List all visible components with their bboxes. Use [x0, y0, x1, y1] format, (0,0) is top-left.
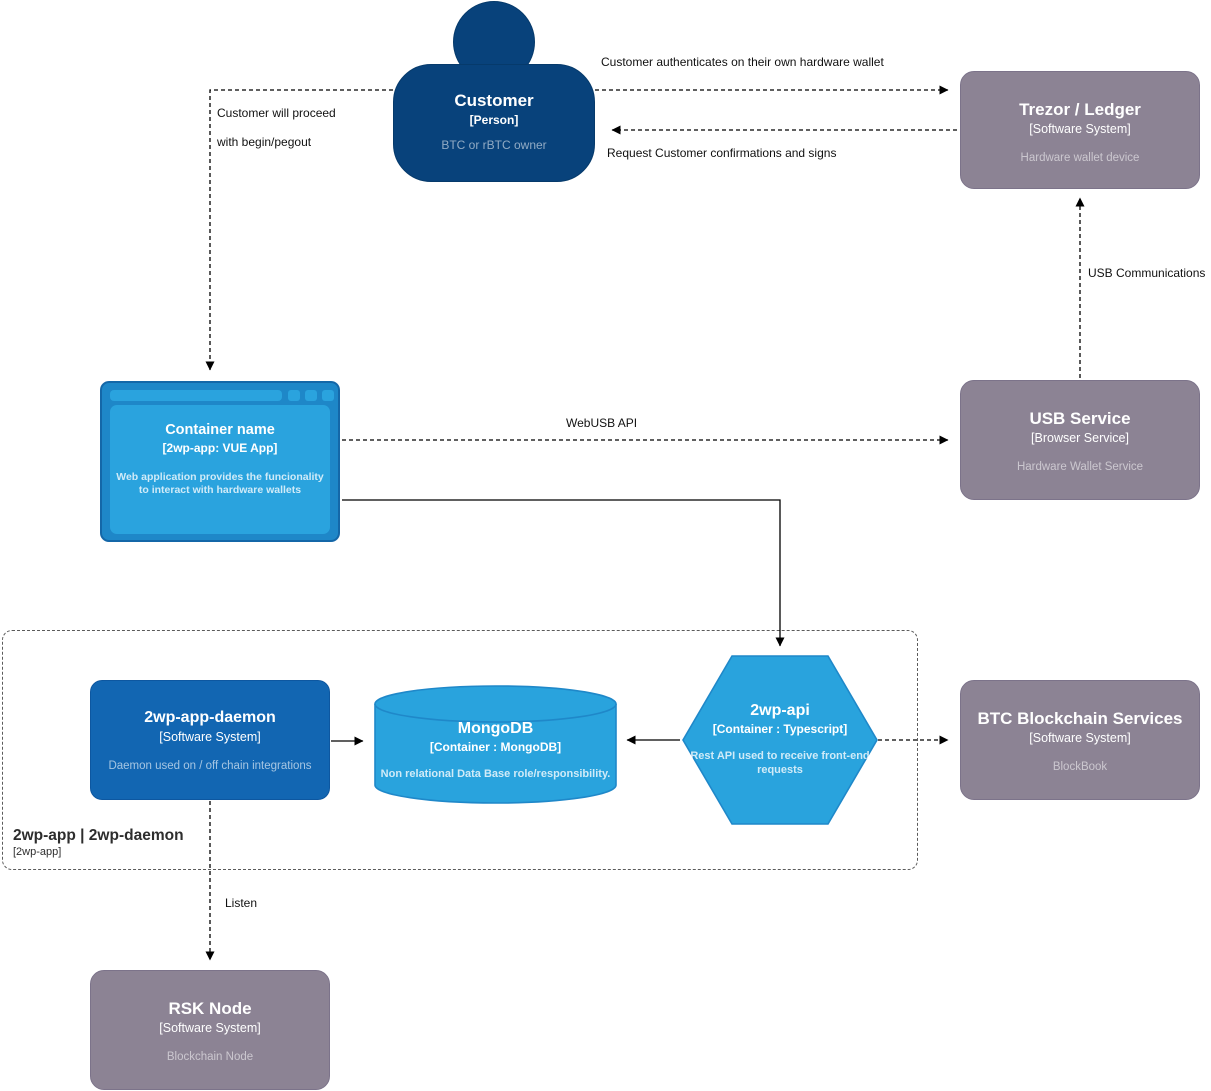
- database-cylinder-icon: [374, 685, 617, 804]
- edge-customer-to-webapp: [205, 89, 393, 371]
- edge-label-authenticates: Customer authenticates on their own hard…: [601, 55, 884, 69]
- edge-label-request-confirmations: Request Customer confirmations and signs: [607, 146, 837, 160]
- node-mongodb[interactable]: MongoDB [Container : MongoDB] Non relati…: [373, 684, 618, 806]
- node-subtitle: [2wp-app: VUE App]: [162, 441, 278, 455]
- node-subtitle: [Browser Service]: [1031, 431, 1129, 445]
- node-subtitle: [Container : MongoDB]: [429, 740, 562, 754]
- node-title: 2wp-api: [750, 702, 810, 719]
- node-subtitle: [Container : Typescript]: [712, 722, 848, 736]
- node-description: Hardware wallet device: [1020, 152, 1140, 164]
- node-subtitle: [Software System]: [159, 730, 261, 744]
- node-title: Container name: [165, 422, 275, 438]
- node-description: Blockchain Node: [166, 1051, 254, 1063]
- node-description: Hardware Wallet Service: [1016, 461, 1144, 473]
- node-title: 2wp-app-daemon: [144, 709, 276, 726]
- node-title: BTC Blockchain Services: [977, 709, 1183, 728]
- node-description: BTC or rBTC owner: [441, 138, 547, 152]
- browser-window-button: [322, 390, 334, 401]
- node-title: RSK Node: [168, 999, 252, 1018]
- node-description: Web application provides the funcionalit…: [116, 471, 324, 496]
- node-subtitle: [Software System]: [159, 1021, 261, 1035]
- node-btc-blockchain-services[interactable]: BTC Blockchain Services [Software System…: [960, 680, 1200, 800]
- node-title: Trezor / Ledger: [1019, 100, 1141, 119]
- node-usb-service[interactable]: USB Service [Browser Service] Hardware W…: [960, 380, 1200, 500]
- edge-label-webusb-api: WebUSB API: [566, 416, 638, 430]
- boundary-title: 2wp-app | 2wp-daemon: [13, 827, 184, 844]
- node-description: Rest API used to receive front-end reque…: [690, 750, 870, 776]
- boundary-label: 2wp-app | 2wp-daemon [2wp-app]: [13, 827, 184, 858]
- node-2wp-app-webapp[interactable]: Container name [2wp-app: VUE App] Web ap…: [100, 381, 340, 542]
- edge-label-proceed-line2: with begin/pegout: [217, 135, 312, 149]
- node-trezor-ledger[interactable]: Trezor / Ledger [Software System] Hardwa…: [960, 71, 1200, 189]
- node-title: MongoDB: [457, 720, 534, 737]
- node-customer[interactable]: Customer [Person] BTC or rBTC owner: [393, 64, 595, 182]
- node-subtitle: [Software System]: [1029, 731, 1131, 745]
- edge-label-listen: Listen: [225, 896, 258, 910]
- edge-label-proceed-line1: Customer will proceed: [217, 106, 336, 120]
- browser-content-panel: Container name [2wp-app: VUE App] Web ap…: [110, 405, 330, 534]
- boundary-subtitle: [2wp-app]: [13, 846, 62, 858]
- browser-window-button: [288, 390, 300, 401]
- browser-address-bar: [110, 390, 282, 401]
- node-title: Customer: [454, 91, 534, 110]
- node-2wp-app-daemon[interactable]: 2wp-app-daemon [Software System] Daemon …: [90, 680, 330, 800]
- node-description: Daemon used on / off chain integrations: [108, 760, 312, 772]
- browser-window-button: [305, 390, 317, 401]
- edge-webapp-to-api: [342, 499, 785, 647]
- node-description: BlockBook: [1052, 761, 1108, 773]
- node-subtitle: [Person]: [469, 113, 519, 127]
- node-description: Non relational Data Base role/responsibi…: [380, 768, 611, 780]
- edge-label-usb-communications: USB Communications: [1088, 266, 1206, 280]
- node-subtitle: [Software System]: [1029, 122, 1131, 136]
- node-rsk-node[interactable]: RSK Node [Software System] Blockchain No…: [90, 970, 330, 1090]
- node-title: USB Service: [1029, 409, 1131, 428]
- node-2wp-api[interactable]: 2wp-api [Container : Typescript] Rest AP…: [682, 655, 878, 825]
- hexagon-shape: [682, 655, 878, 825]
